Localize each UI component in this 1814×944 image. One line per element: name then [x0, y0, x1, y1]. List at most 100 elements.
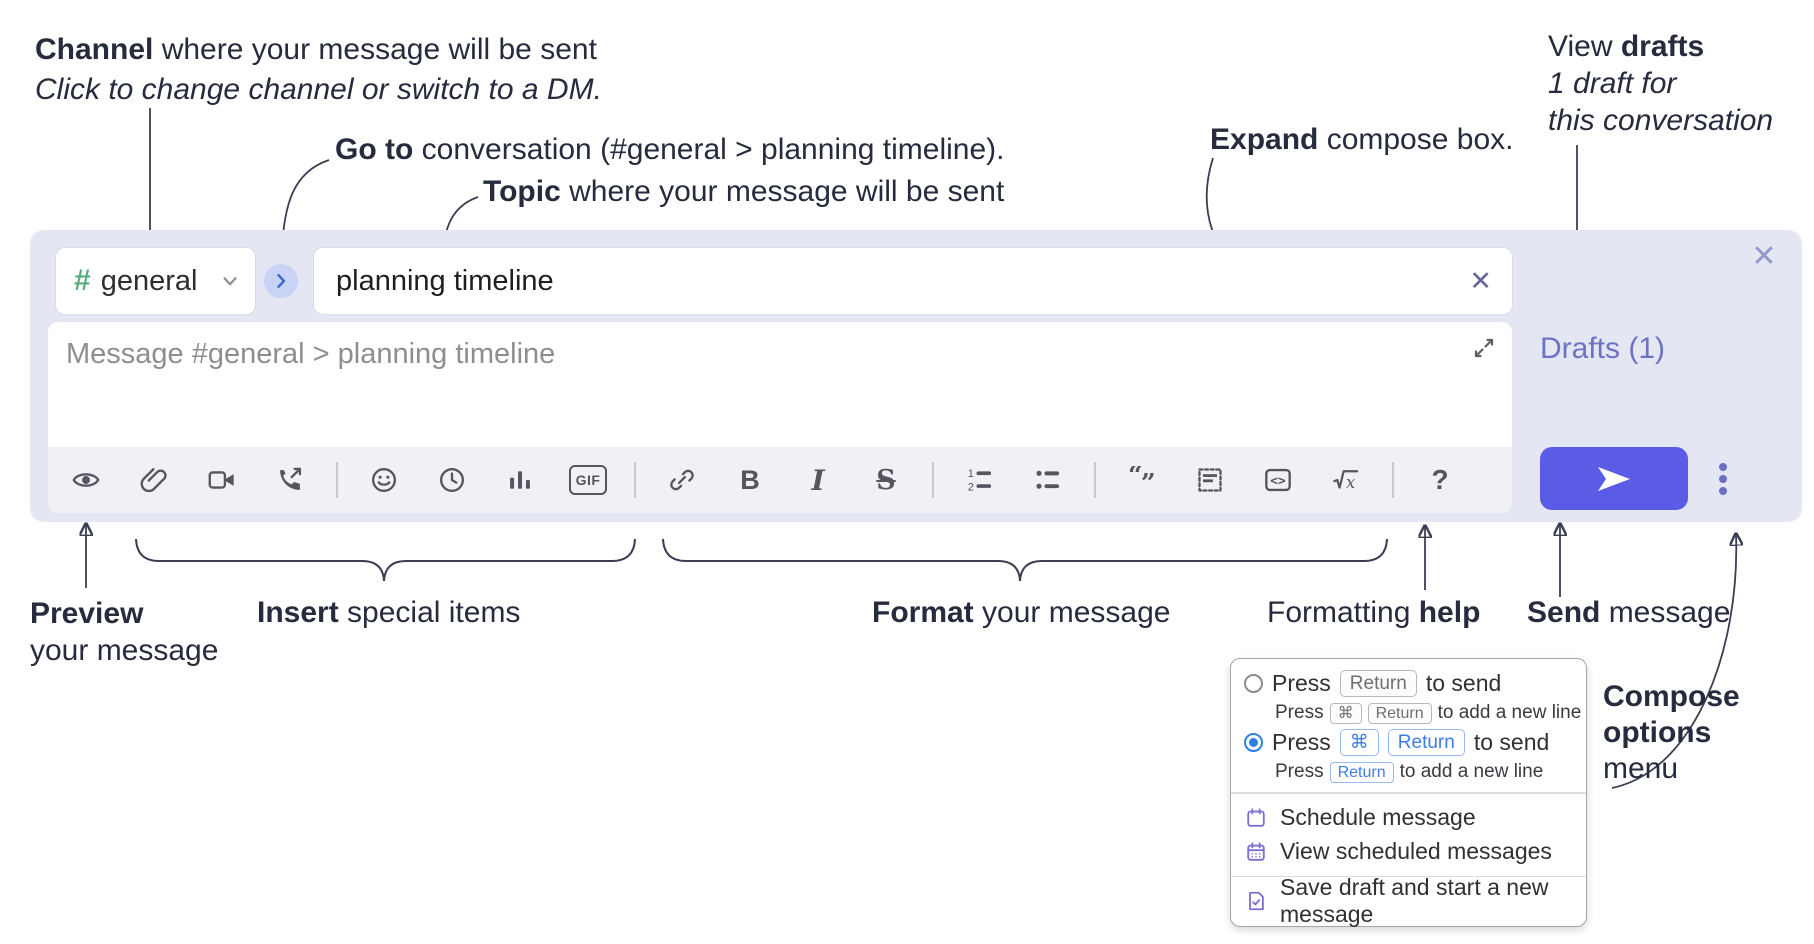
- expand-compose-icon[interactable]: [1472, 336, 1496, 360]
- strikethrough-icon: S: [876, 464, 896, 496]
- channel-selector[interactable]: # general: [55, 247, 256, 315]
- annotation-expand: Expand compose box.: [1210, 123, 1514, 156]
- video-call-button[interactable]: [200, 458, 244, 502]
- quote-button[interactable]: “”: [1120, 458, 1164, 502]
- spoiler-button[interactable]: [1188, 458, 1232, 502]
- math-icon: x: [1332, 466, 1360, 494]
- calendar-icon: [1245, 807, 1267, 829]
- popup-text: to add a new line: [1399, 761, 1544, 782]
- annotation-format: Format your message: [872, 596, 1171, 629]
- svg-text:“: “: [1128, 466, 1143, 491]
- preview-button[interactable]: [64, 458, 108, 502]
- bulleted-list-button[interactable]: [1026, 458, 1070, 502]
- svg-text:”: ”: [1141, 469, 1156, 494]
- send-option-1[interactable]: Press Return to send: [1231, 667, 1586, 700]
- popup-text: Press: [1272, 729, 1331, 755]
- help-button[interactable]: ?: [1418, 458, 1462, 502]
- poll-button[interactable]: [498, 458, 542, 502]
- compose-options-icon[interactable]: [1715, 463, 1731, 495]
- gif-icon: GIF: [568, 465, 608, 495]
- italic-button[interactable]: I: [796, 458, 840, 502]
- math-button[interactable]: x: [1324, 458, 1368, 502]
- italic-icon: I: [811, 463, 825, 497]
- link-icon: [668, 466, 696, 494]
- message-input[interactable]: Message #general > planning timeline: [48, 322, 1512, 447]
- attach-file-button[interactable]: [132, 458, 176, 502]
- send-option-2[interactable]: Press ⌘ Return to send: [1231, 726, 1586, 759]
- code-button[interactable]: <>: [1256, 458, 1300, 502]
- popup-text: to send: [1473, 729, 1550, 755]
- bold-button[interactable]: B: [728, 458, 772, 502]
- view-scheduled-messages-item[interactable]: View scheduled messages: [1231, 835, 1586, 869]
- svg-text:1: 1: [968, 468, 974, 480]
- audio-call-button[interactable]: [268, 458, 312, 502]
- popup-text: to send: [1425, 670, 1502, 696]
- global-time-button[interactable]: [430, 458, 474, 502]
- code-icon: <>: [1264, 466, 1292, 494]
- question-mark-icon: ?: [1431, 464, 1449, 495]
- menu-item-label: Schedule message: [1280, 804, 1476, 830]
- message-placeholder: Message #general > planning timeline: [66, 338, 556, 370]
- strikethrough-button[interactable]: S: [864, 458, 908, 502]
- radio-selected-icon[interactable]: [1244, 733, 1263, 752]
- radio-unselected-icon[interactable]: [1244, 674, 1263, 693]
- channel-hash-icon: #: [74, 264, 91, 297]
- link-button[interactable]: [660, 458, 704, 502]
- save-draft-item[interactable]: Save draft and start a new message: [1231, 874, 1586, 927]
- svg-text:<>: <>: [1270, 474, 1286, 489]
- key-chip: ⌘: [1339, 729, 1379, 756]
- draft-group: Save draft and start a new message: [1231, 874, 1586, 927]
- toolbar-divider: [1392, 462, 1394, 498]
- annotation-insert: Insert special items: [257, 596, 521, 629]
- save-draft-icon: [1245, 890, 1267, 912]
- menu-item-label: Save draft and start a new message: [1280, 874, 1549, 927]
- svg-text:2: 2: [968, 482, 974, 494]
- bulleted-list-icon: [1034, 466, 1062, 494]
- emoji-button[interactable]: [362, 458, 406, 502]
- annotation-send: Send message: [1527, 596, 1731, 629]
- annotation-formatting-help: Formatting help: [1267, 596, 1481, 629]
- key-chip: Return: [1339, 670, 1417, 697]
- popup-text: to add a new line: [1437, 702, 1582, 723]
- key-chip: Return: [1329, 761, 1394, 783]
- send-button[interactable]: [1540, 447, 1688, 510]
- eye-icon: [72, 466, 100, 494]
- go-to-conversation-button[interactable]: [264, 264, 298, 298]
- schedule-message-item[interactable]: Schedule message: [1231, 801, 1586, 835]
- key-chip: Return: [1367, 702, 1432, 724]
- close-compose-icon[interactable]: ✕: [1751, 239, 1777, 273]
- smiley-icon: [370, 466, 398, 494]
- clear-topic-icon[interactable]: ✕: [1469, 265, 1492, 296]
- popup-divider: [1231, 792, 1586, 794]
- topic-value: planning timeline: [336, 264, 554, 297]
- topic-input[interactable]: planning timeline ✕: [313, 247, 1513, 315]
- channel-name: general: [100, 264, 198, 297]
- svg-text:x: x: [1346, 473, 1355, 492]
- insert-brace: [135, 538, 636, 582]
- chevron-down-icon: [219, 270, 241, 292]
- popup-text: Press: [1272, 670, 1331, 696]
- menu-item-label: View scheduled messages: [1280, 838, 1552, 864]
- spoiler-icon: [1196, 466, 1224, 494]
- format-brace: [662, 538, 1388, 582]
- key-chip: Return: [1387, 729, 1465, 756]
- popup-divider: [1231, 875, 1586, 877]
- gif-button[interactable]: GIF: [566, 458, 610, 502]
- phone-call-icon: [276, 466, 304, 494]
- drafts-link[interactable]: Drafts (1): [1540, 332, 1666, 365]
- toolbar-divider: [336, 462, 338, 498]
- paperclip-icon: [140, 466, 168, 494]
- video-camera-icon: [208, 466, 236, 494]
- toolbar-divider: [932, 462, 934, 498]
